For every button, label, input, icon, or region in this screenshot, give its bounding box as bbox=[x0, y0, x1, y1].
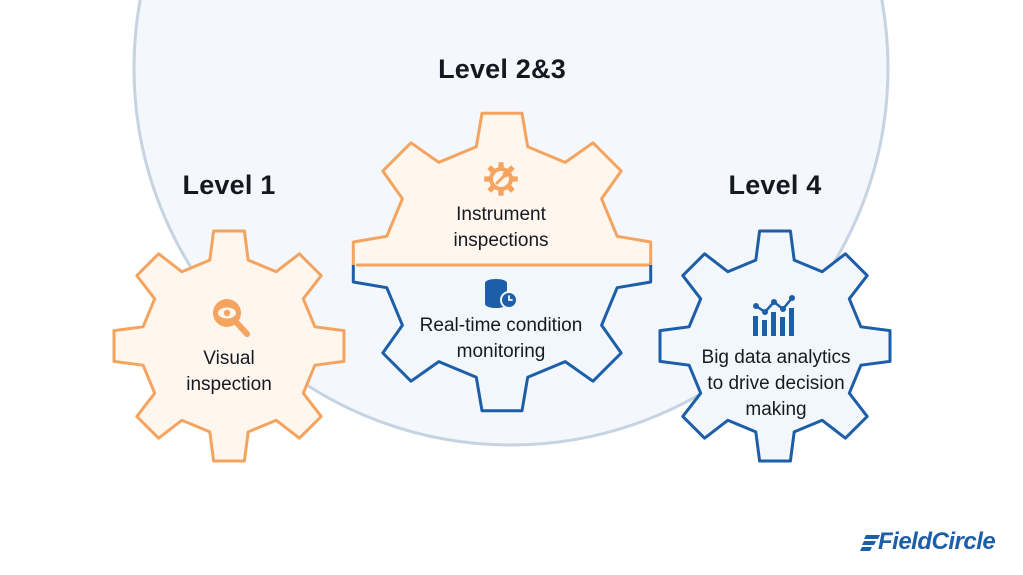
analytics-chart-icon bbox=[753, 295, 795, 336]
level-1-label: Visual inspection bbox=[186, 346, 272, 398]
level-2-3-top-label-line: inspections bbox=[453, 230, 549, 251]
level-4-label-line: to drive decision bbox=[707, 373, 845, 394]
level-4-title: Level 4 bbox=[728, 170, 822, 200]
magnifier-eye-icon bbox=[213, 299, 250, 337]
level-4-label: Big data analytics to drive decision mak… bbox=[702, 345, 851, 423]
brand-logo: FieldCircle bbox=[858, 527, 1003, 557]
brand-name: FieldCircle bbox=[878, 528, 996, 555]
level-1-gear bbox=[112, 229, 346, 463]
level-2-3-gear-bottom bbox=[351, 265, 653, 413]
level-4-label-line: Big data analytics bbox=[701, 347, 851, 368]
level-1-title: Level 1 bbox=[182, 170, 276, 200]
level-4-label-line: making bbox=[745, 399, 807, 420]
level-2-3-title: Level 2&3 bbox=[438, 54, 566, 84]
level-2-3-top-label-line: Instrument bbox=[456, 204, 546, 225]
level-2-3-top-label: Instrument inspections bbox=[453, 202, 548, 254]
brand-logo-mark bbox=[860, 535, 880, 551]
database-clock-icon bbox=[485, 279, 518, 309]
level-1-label-line: Visual bbox=[203, 348, 255, 369]
level-2-3-bottom-label: Real-time condition monitoring bbox=[420, 313, 583, 365]
level-2-3-bottom-label-line: monitoring bbox=[456, 341, 546, 362]
level-4-gear bbox=[658, 229, 892, 463]
level-1-label-line: inspection bbox=[186, 374, 272, 395]
gear-wrench-icon bbox=[484, 162, 518, 196]
level-2-3-gear bbox=[351, 111, 653, 413]
level-2-3-bottom-label-line: Real-time condition bbox=[419, 315, 583, 336]
